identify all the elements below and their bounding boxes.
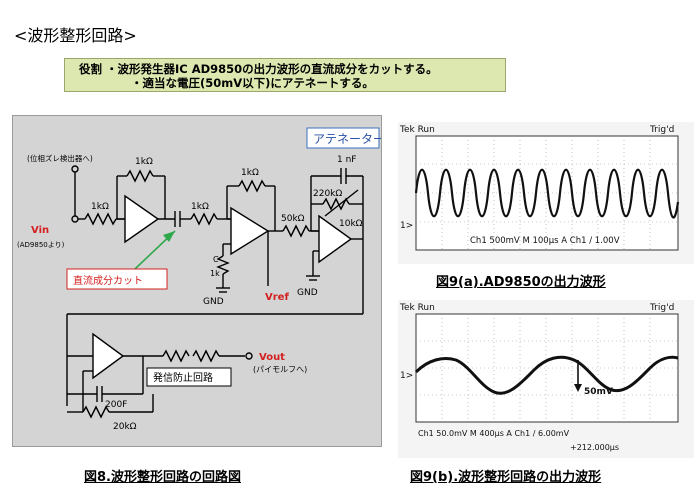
scope-a: Tek Run Trig'd 1> Ch1 500mV M 100μs A Ch… (398, 122, 694, 264)
r-20k: 20kΩ (113, 422, 137, 432)
vout-label: Vout (259, 352, 285, 363)
gnd-1: GND (203, 297, 224, 307)
scope-a-header-right: Trig'd (649, 125, 674, 135)
scope-a-channel: 1> (400, 221, 413, 231)
dc-cut-label: 直流成分カット (73, 274, 143, 287)
r-1k-d: 1kΩ (241, 168, 259, 178)
scope-b-readout-1: Ch1 50.0mV M 400μs A Ch1 / 6.00mV (418, 429, 570, 438)
r-1k-b: 1kΩ (91, 202, 109, 212)
role-line-2: ・適当な電圧(50mV以下)にアテネートする。 (131, 76, 374, 90)
osc-prevent-label: 発信防止回路 (153, 371, 213, 384)
r-1k-a: 1kΩ (135, 157, 153, 167)
r-10k: 10kΩ (339, 219, 363, 229)
scope-b-readout-2: +212.000μs (570, 443, 619, 452)
r-1k-e: 1k (210, 269, 220, 278)
scope-b: 50mV Tek Run Trig'd 1> Ch1 50.0mV M 400μ… (398, 300, 694, 458)
phase-label: (位相ズレ検出器へ) (27, 153, 93, 163)
gnd-2: GND (297, 288, 318, 298)
attenuator-label: アテネーター (313, 132, 381, 146)
dc-cut-box (66, 268, 168, 290)
caption-fig9b: 図9(b).波形整形回路の出力波形 (410, 470, 602, 485)
attenuator-box (306, 127, 380, 149)
c-200f: 200F (105, 400, 127, 410)
r-220k: 220kΩ (313, 189, 342, 199)
scope-b-channel: 1> (400, 371, 413, 381)
role-box: 役割 ・波形発生器IC AD9850の出力波形の直流成分をカットする。 ・適当な… (64, 58, 506, 92)
circuit-svg: アテネーター (位相ズレ検出器へ) Vin (AD9850より) 1kΩ 1kΩ… (17, 127, 385, 432)
page-title: <波形整形回路> (14, 26, 137, 45)
caption-fig8: 図8.波形整形回路の回路図 (84, 470, 241, 485)
scope-b-amp-label: 50mV (584, 387, 613, 397)
osc-prevent-box (146, 367, 232, 387)
circuit-diagram: アテネーター (位相ズレ検出器へ) Vin (AD9850より) 1kΩ 1kΩ… (12, 115, 385, 447)
scope-a-readout: Ch1 500mV M 100μs A Ch1 / 1.00V (470, 236, 620, 246)
vref-label: Vref (265, 292, 289, 303)
vout-sub-label: (パイモルフへ) (253, 365, 307, 374)
c-1nf: 1 nF (337, 155, 356, 165)
r-1k-c: 1kΩ (191, 202, 209, 212)
vin-label: Vin (31, 225, 49, 236)
scope-a-trace (414, 168, 680, 219)
c-label: C (213, 255, 219, 264)
scope-b-trace (414, 355, 679, 395)
scope-b-header-left: Tek Run (399, 303, 435, 313)
r-50k: 50kΩ (281, 214, 305, 224)
scope-a-header-left: Tek Run (399, 125, 435, 135)
vin-sub-label: (AD9850より) (17, 241, 65, 249)
scope-b-header-right: Trig'd (649, 303, 674, 313)
role-line-1: 役割 ・波形発生器IC AD9850の出力波形の直流成分をカットする。 (79, 62, 438, 76)
caption-fig9a: 図9(a).AD9850の出力波形 (436, 275, 606, 290)
